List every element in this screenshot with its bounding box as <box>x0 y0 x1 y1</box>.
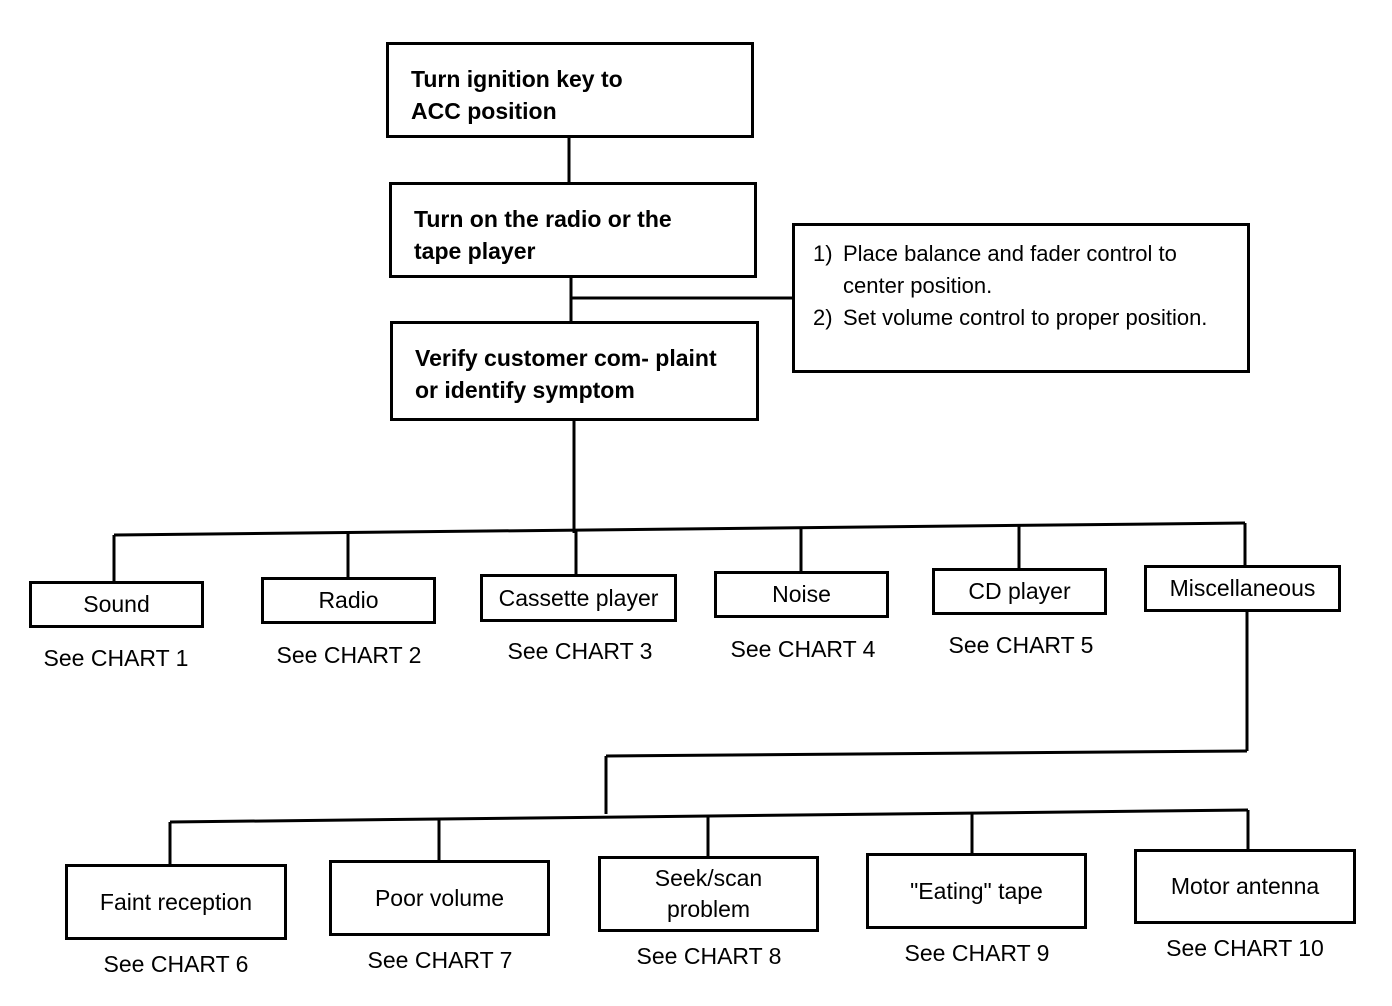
step-ignition-box: Turn ignition key to ACC position <box>386 42 754 138</box>
category-radio-label: Radio <box>318 587 379 613</box>
step-verify-text: Verify customer com- plaint or identify … <box>415 345 730 403</box>
connector-misc-elbow <box>605 749 1248 758</box>
misc-seek-scan-label: Seek/scan problem <box>654 865 763 922</box>
misc-eating-tape-ref: See CHART 9 <box>904 940 1050 966</box>
misc-faint-reception-label: Faint reception <box>99 888 253 915</box>
category-cassette-label: Cassette player <box>498 584 659 611</box>
category-noise-ref: See CHART 4 <box>730 636 876 662</box>
step-ignition-text: Turn ignition key to ACC position <box>411 66 623 124</box>
category-sound-ref: See CHART 1 <box>43 645 189 671</box>
misc-poor-volume-box: Poor volume <box>329 860 550 936</box>
misc-poor-volume-ref: See CHART 7 <box>367 947 513 973</box>
category-radio-box: Radio <box>261 577 436 624</box>
step-radio-on-box: Turn on the radio or the tape player <box>389 182 757 278</box>
misc-motor-antenna-ref: See CHART 10 <box>1166 935 1324 961</box>
category-cassette-box: Cassette player <box>480 574 677 622</box>
misc-eating-tape-label: "Eating" tape <box>910 877 1043 904</box>
category-noise-box: Noise <box>714 571 889 618</box>
category-cd-box: CD player <box>932 568 1107 615</box>
misc-eating-tape-box: "Eating" tape <box>866 853 1087 929</box>
misc-seek-scan-ref: See CHART 8 <box>636 943 782 969</box>
setup-note-2-number: 2) <box>813 305 833 330</box>
setup-notes-box: 1) Place balance and fader control to ce… <box>792 223 1250 373</box>
category-bus-line <box>113 521 1246 537</box>
step-verify-box: Verify customer com- plaint or identify … <box>390 321 759 421</box>
setup-note-1-number: 1) <box>813 241 833 266</box>
misc-seek-scan-box: Seek/scan problem <box>598 856 819 932</box>
misc-motor-antenna-box: Motor antenna <box>1134 849 1356 924</box>
category-cassette-ref: See CHART 3 <box>507 638 653 664</box>
setup-note-2-text: Set volume control to proper position. <box>843 305 1208 330</box>
category-noise-label: Noise <box>772 581 831 607</box>
misc-faint-reception-box: Faint reception <box>65 864 287 940</box>
setup-note-2: 2) Set volume control to proper position… <box>813 302 1233 334</box>
misc-poor-volume-label: Poor volume <box>374 884 505 911</box>
category-sound-box: Sound <box>29 581 204 628</box>
category-miscellaneous-label: Miscellaneous <box>1169 575 1316 601</box>
step-radio-on-text: Turn on the radio or the tape player <box>414 206 672 264</box>
category-radio-ref: See CHART 2 <box>276 642 422 668</box>
setup-note-1-text: Place balance and fader control to cente… <box>843 241 1177 298</box>
setup-note-1: 1) Place balance and fader control to ce… <box>813 238 1233 302</box>
category-cd-label: CD player <box>968 578 1071 604</box>
category-cd-ref: See CHART 5 <box>948 632 1094 658</box>
misc-motor-antenna-label: Motor antenna <box>1170 873 1320 899</box>
misc-faint-reception-ref: See CHART 6 <box>103 951 249 977</box>
category-miscellaneous-box: Miscellaneous <box>1144 565 1341 612</box>
category-sound-label: Sound <box>83 591 150 617</box>
